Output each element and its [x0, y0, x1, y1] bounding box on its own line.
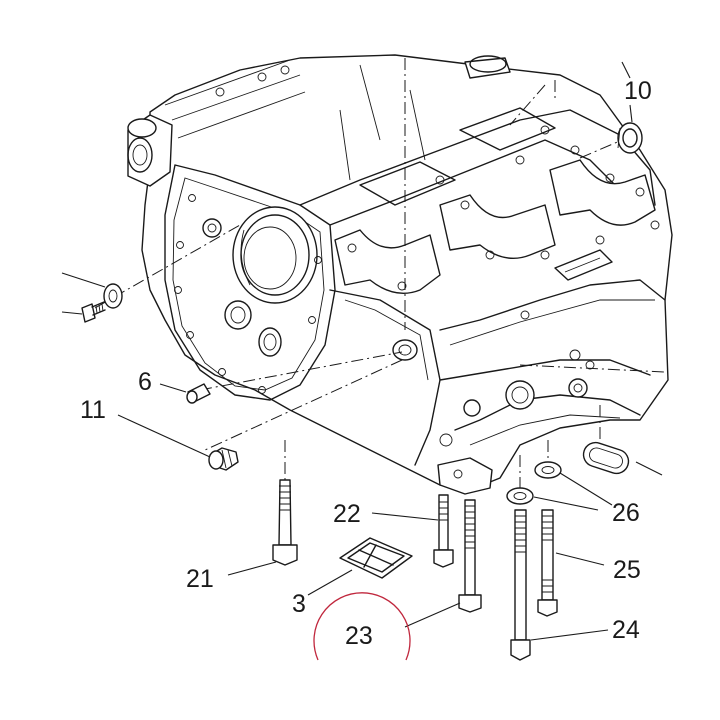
bolt-21: [272, 479, 298, 566]
oval-o-ring: [582, 441, 630, 475]
washer-left: [103, 283, 123, 309]
callout-26: 26: [612, 499, 640, 527]
seal-ring-10: [617, 122, 643, 154]
callout-6: 6: [138, 368, 152, 396]
leader-lines: [61, 61, 663, 641]
stud-bolt-24: [510, 509, 531, 661]
washer-26-upper: [534, 461, 562, 479]
gasket-3: [339, 537, 413, 579]
callout-22: 22: [333, 500, 361, 528]
highlight-circle: [313, 592, 411, 661]
washer-26-lower: [506, 487, 534, 505]
stud-bolt-25: [537, 509, 558, 617]
plug-11: [208, 447, 239, 471]
callout-24: 24: [612, 616, 640, 644]
callout-23: 23: [345, 622, 373, 650]
crankcase-housing: [127, 54, 673, 495]
dowel-pin-6: [186, 383, 211, 404]
callout-25: 25: [613, 556, 641, 584]
bolt-22: [433, 494, 454, 568]
callout-21: 21: [186, 565, 214, 593]
callout-11: 11: [80, 396, 106, 424]
bolt-left: [81, 301, 106, 323]
callout-10: 10: [624, 77, 652, 105]
callout-3: 3: [292, 590, 306, 618]
bolt-23: [458, 499, 482, 613]
